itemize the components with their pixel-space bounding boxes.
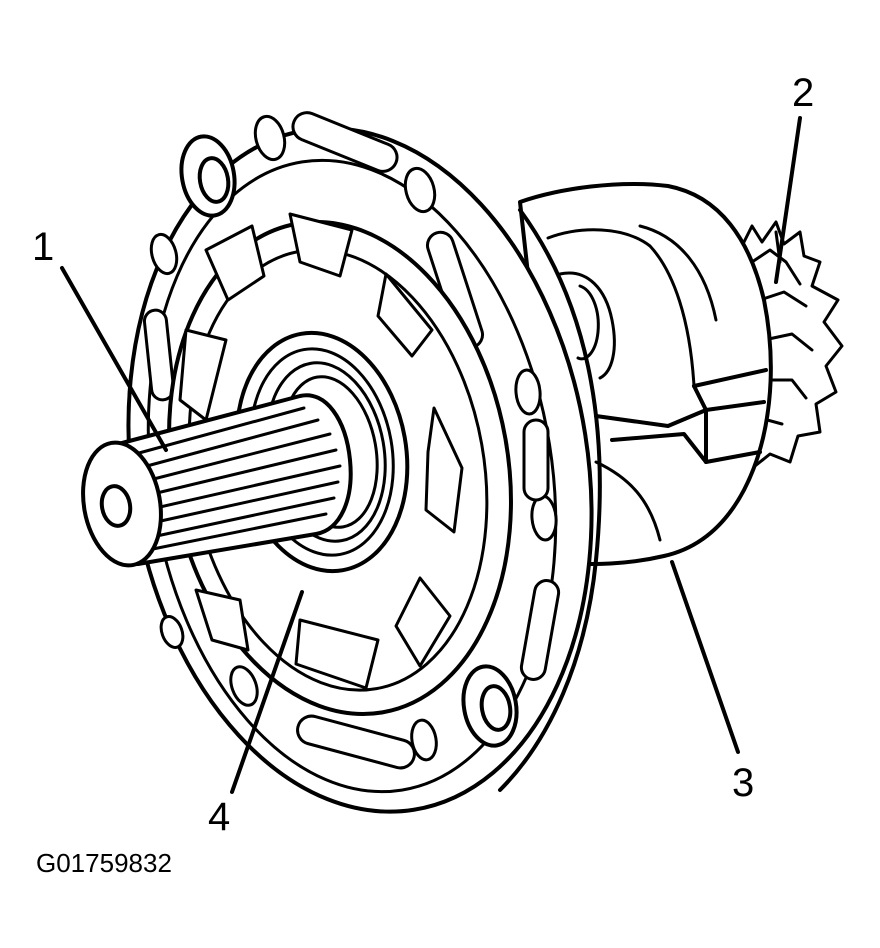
leader-line-3 [670, 560, 740, 754]
callout-3: 3 [732, 761, 754, 805]
leader-line-1 [60, 266, 168, 452]
callout-1: 1 [32, 225, 54, 269]
callout-4: 4 [208, 795, 230, 839]
bolt-holes [179, 134, 519, 748]
flange-slots [142, 111, 561, 770]
input-shaft [81, 393, 353, 568]
leader-line-2 [774, 116, 802, 284]
callout-2: 2 [792, 71, 814, 115]
figure-id: G01759832 [36, 848, 172, 878]
leader-lines [60, 116, 802, 794]
flange-round-holes [149, 114, 558, 762]
leader-line-4 [230, 590, 304, 794]
